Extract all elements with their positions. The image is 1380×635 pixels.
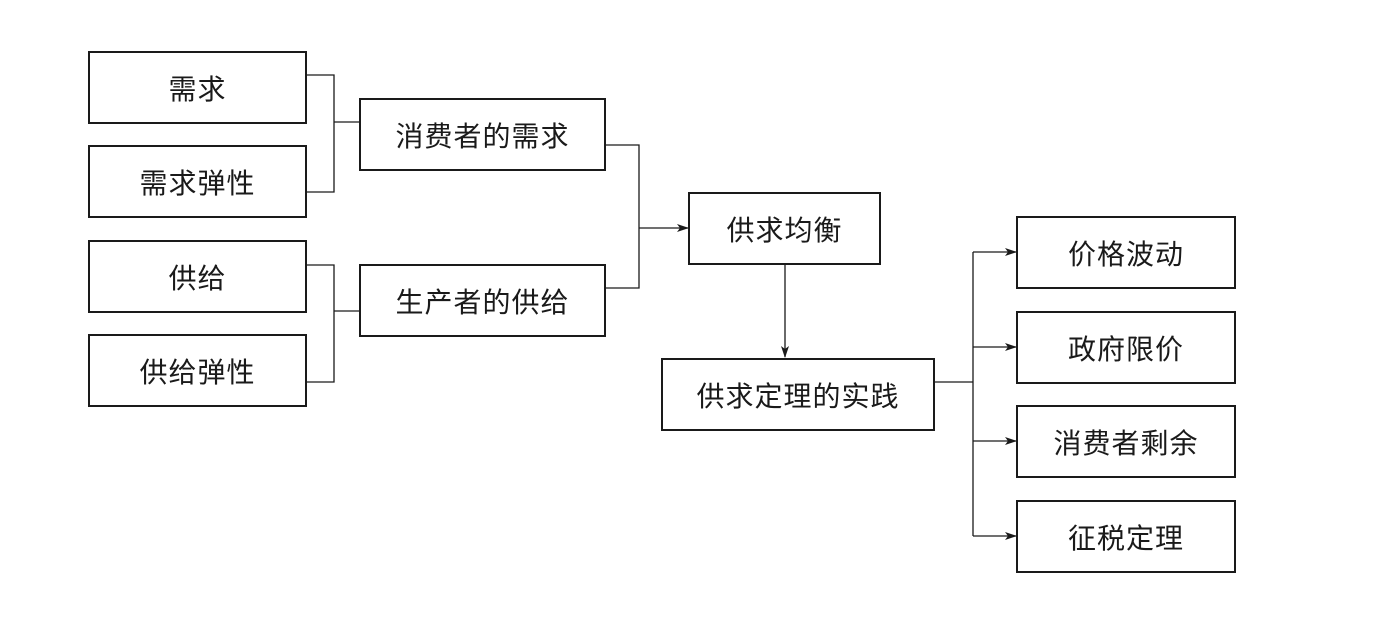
node-supply: 供给 (88, 240, 307, 313)
node-supply-elasticity: 供给弹性 (88, 334, 307, 407)
node-consumer-surplus: 消费者剩余 (1016, 405, 1236, 478)
node-practice: 供求定理的实践 (661, 358, 935, 431)
equilibrium-bracket (606, 144, 689, 289)
node-demand: 需求 (88, 51, 307, 124)
applications-fanout (935, 248, 1017, 540)
demand-bracket (307, 74, 359, 193)
supply-bracket (307, 264, 359, 383)
node-price-fluctuation: 价格波动 (1016, 216, 1236, 289)
node-demand-elasticity: 需求弹性 (88, 145, 307, 218)
node-equilibrium: 供求均衡 (688, 192, 881, 265)
node-taxation-theorem: 征税定理 (1016, 500, 1236, 573)
node-producer-supply: 生产者的供给 (359, 264, 606, 337)
node-consumer-demand: 消费者的需求 (359, 98, 606, 171)
node-price-control: 政府限价 (1016, 311, 1236, 384)
